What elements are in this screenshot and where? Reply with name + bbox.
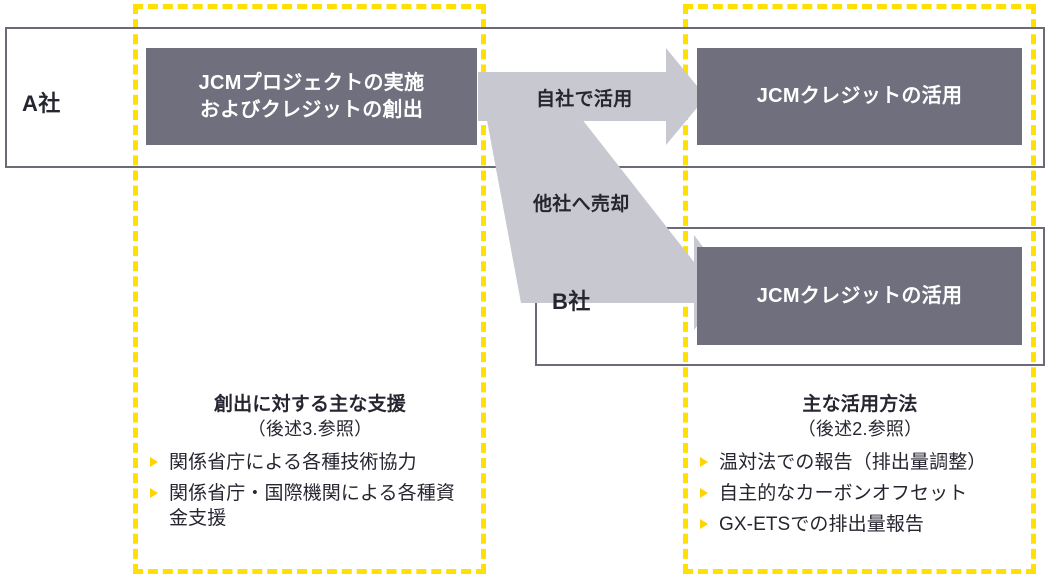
arrow-label-sell-to-other: 他社へ売却: [533, 194, 630, 215]
box-create-line2: およびクレジットの創出: [199, 98, 424, 121]
list-item-label: 関係省庁による各種技術協力: [169, 452, 417, 474]
box-use-a-line1: JCMクレジットの活用: [756, 85, 963, 107]
bullet-triangle-icon: [150, 457, 158, 468]
company-label-a: A社: [22, 91, 61, 116]
list-item-label: 自主的なカーボンオフセット: [719, 483, 968, 505]
arrow-label-self-use: 自社で活用: [536, 89, 633, 110]
bullet-triangle-icon: [700, 488, 708, 499]
notes-right-list: 温対法での報告（排出量調整） 自主的なカーボンオフセット GX-ETSでの排出量…: [696, 450, 1024, 537]
list-item-label: 温対法での報告（排出量調整）: [719, 452, 987, 474]
list-item: 温対法での報告（排出量調整）: [696, 450, 1024, 475]
list-item: 関係省庁による各種技術協力: [146, 450, 474, 475]
notes-left-title: 創出に対する主な支援: [213, 394, 406, 415]
list-item-label: GX-ETSでの排出量報告: [719, 514, 925, 536]
bullet-triangle-icon: [700, 457, 708, 468]
list-item: GX-ETSでの排出量報告: [696, 512, 1024, 537]
box-use-b-line1: JCMクレジットの活用: [756, 284, 963, 307]
notes-left-list: 関係省庁による各種技術協力 関係省庁・国際機関による各種資金支援: [146, 450, 474, 531]
box-jcm-credit-use-b: JCMクレジットの活用: [697, 247, 1022, 345]
box-jcm-credit-use-a: JCMクレジットの活用: [697, 48, 1022, 145]
notes-left-subtitle: （後述3.参照）: [247, 418, 373, 439]
list-item: 関係省庁・国際機関による各種資金支援: [146, 481, 474, 531]
list-item-label: 関係省庁・国際機関による各種資金支援: [169, 483, 455, 530]
list-item: 自主的なカーボンオフセット: [696, 481, 1024, 506]
bullet-triangle-icon: [700, 519, 708, 530]
notes-utilization-methods: 主な活用方法 （後述2.参照） 温対法での報告（排出量調整） 自主的なカーボンオ…: [696, 393, 1024, 543]
box-create-line1: JCMプロジェクトの実施: [198, 71, 425, 94]
bullet-triangle-icon: [150, 488, 158, 499]
box-jcm-project-creation: JCMプロジェクトの実施 およびクレジットの創出: [146, 48, 477, 145]
notes-right-subtitle: （後述2.参照）: [797, 418, 923, 439]
notes-right-title: 主な活用方法: [802, 394, 918, 415]
company-label-b: B社: [552, 289, 591, 314]
notes-creation-support: 創出に対する主な支援 （後述3.参照） 関係省庁による各種技術協力 関係省庁・国…: [146, 393, 474, 537]
